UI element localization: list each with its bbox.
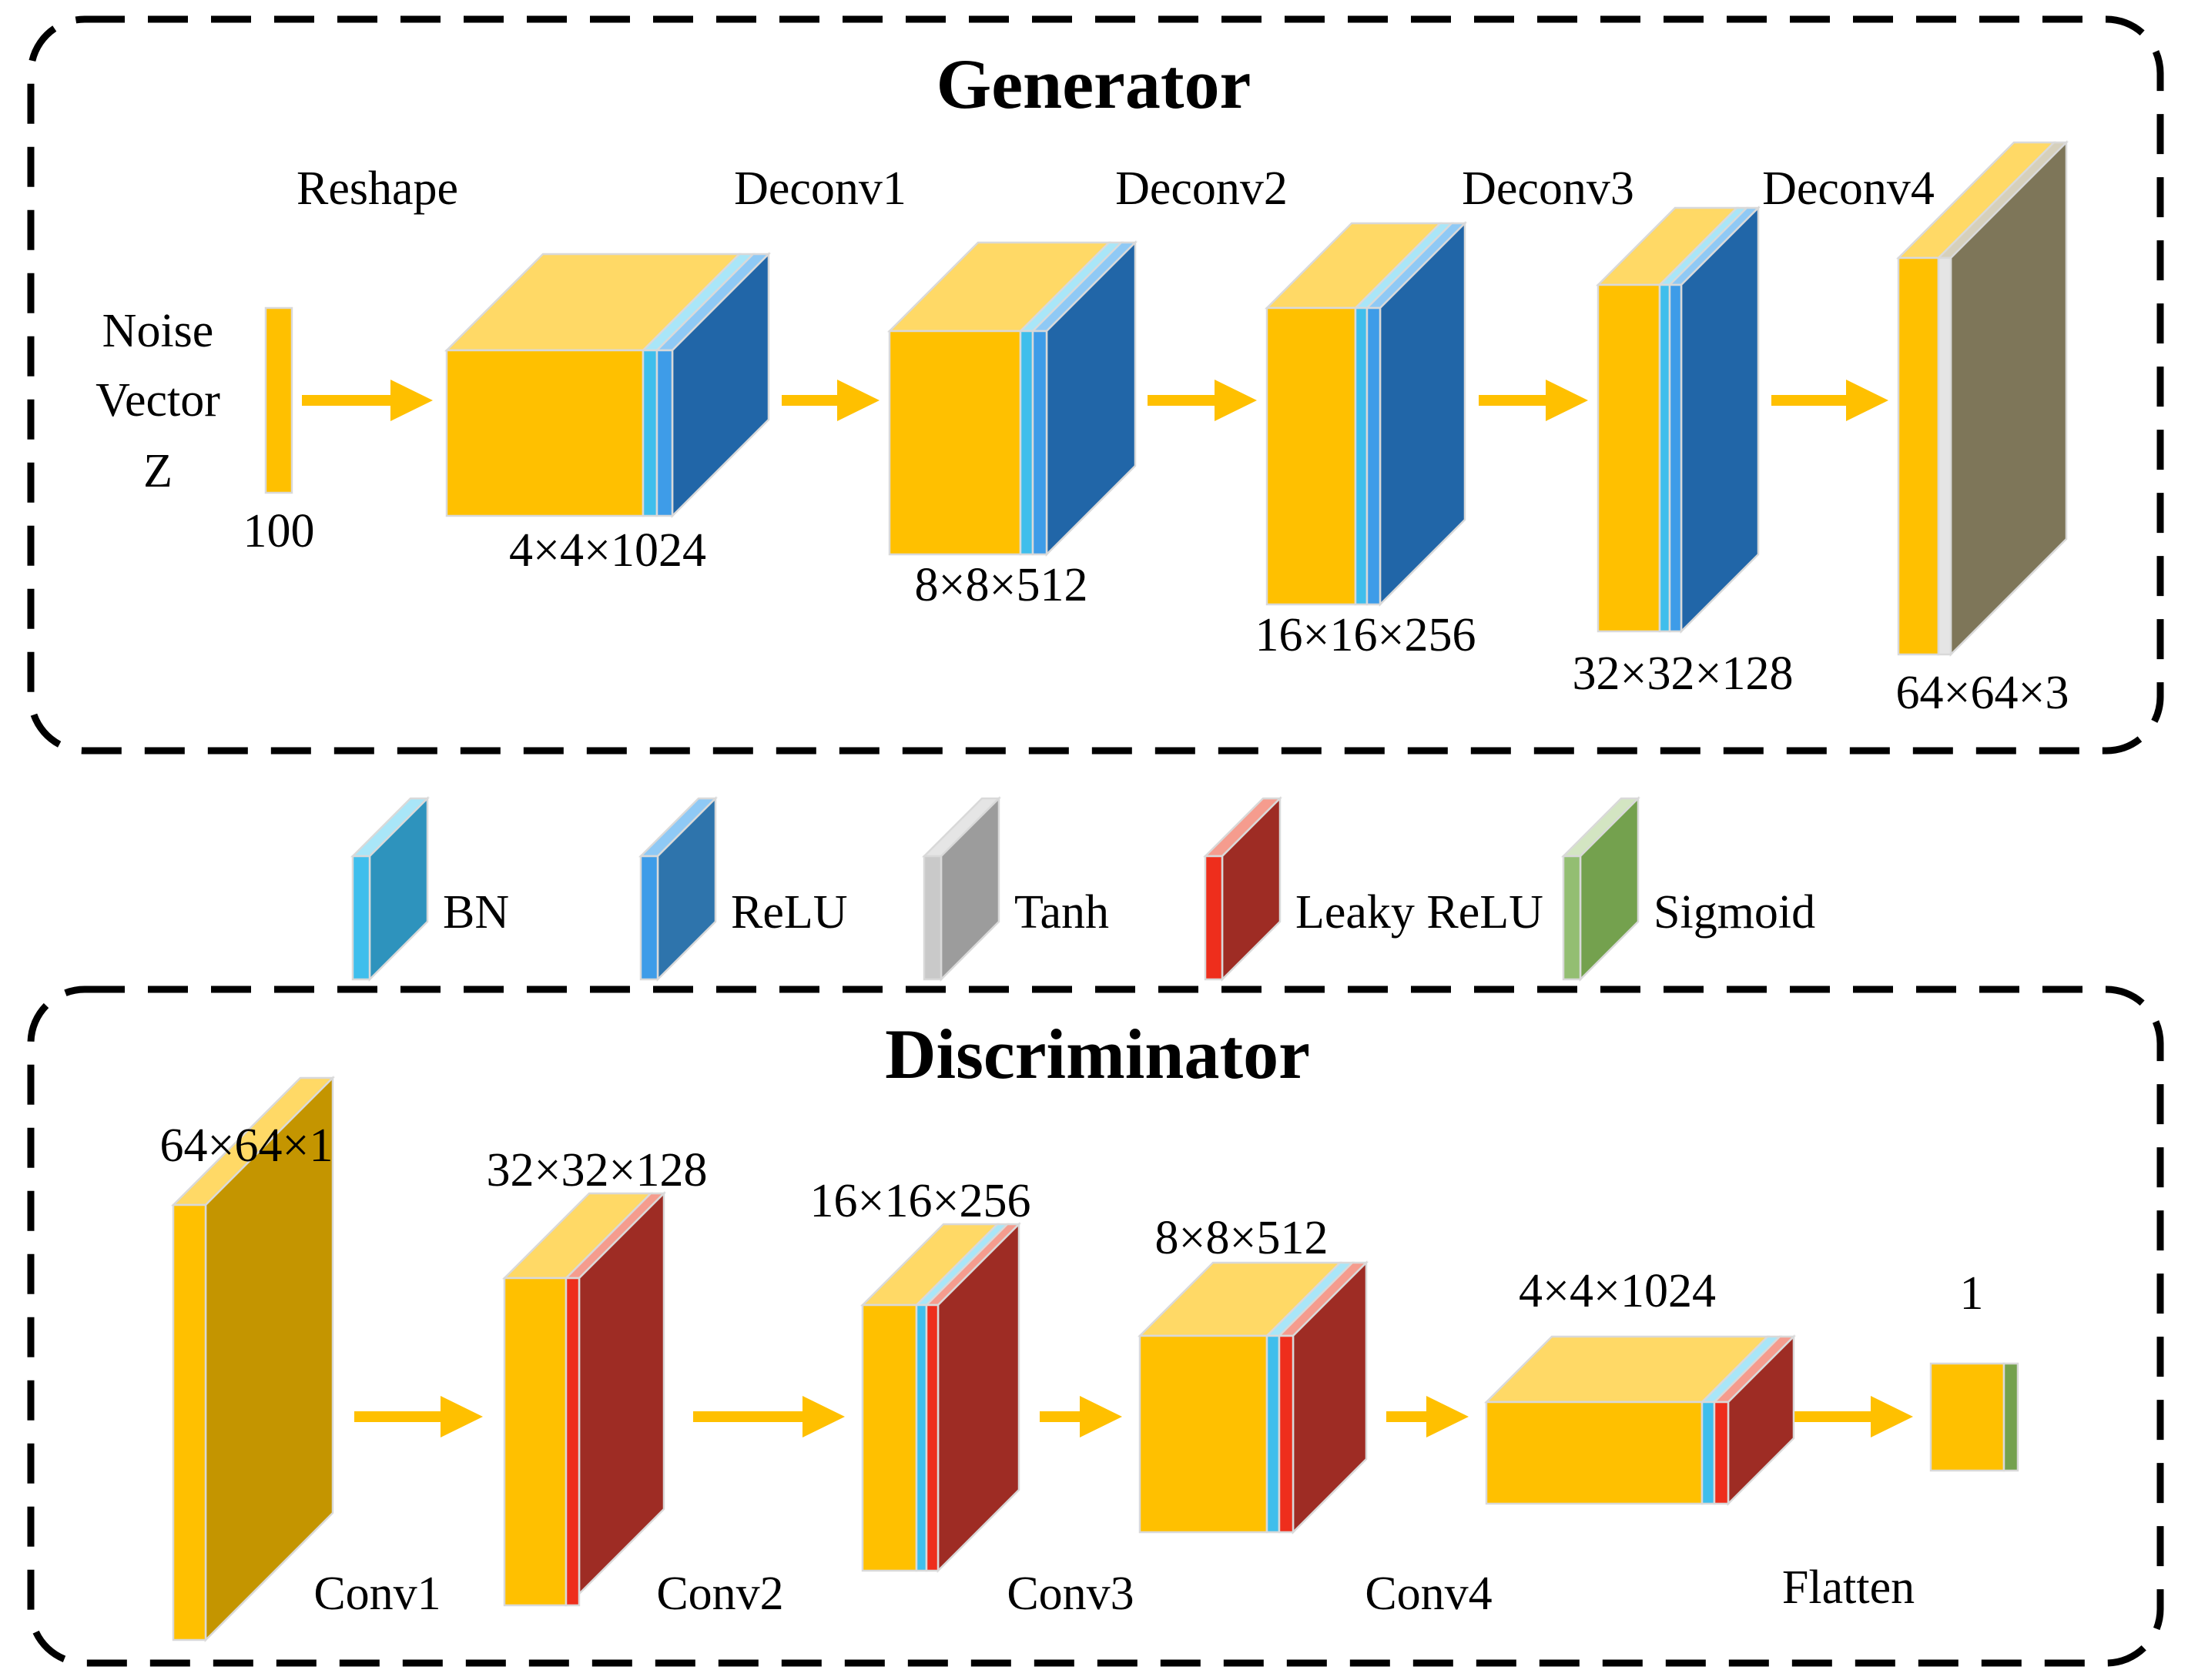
noise-vector-group: Noise Vector Z 100 bbox=[95, 305, 314, 557]
disc-block-64x64x1: 64×64×1 bbox=[160, 1075, 336, 1643]
disc-op-label-conv1: Conv1 bbox=[313, 1568, 441, 1620]
gen-block3-bn-strip bbox=[1354, 306, 1369, 606]
disc-arrow-3 bbox=[1040, 1396, 1122, 1437]
gen-block4-relu-strip bbox=[1668, 283, 1683, 633]
legend-label-relu: ReLU bbox=[731, 886, 848, 939]
gen-dim-label-1: 4×4×1024 bbox=[509, 524, 706, 577]
gen-block4-front-face bbox=[1597, 283, 1661, 633]
gen-block5-tanh-strip bbox=[1937, 256, 1952, 656]
gen-block2-front-face bbox=[888, 330, 1022, 556]
gen-block3-front-face bbox=[1265, 306, 1357, 606]
gen-block1-relu-strip bbox=[655, 349, 674, 517]
disc-op-label-flatten: Flatten bbox=[1782, 1561, 1915, 1614]
disc-block1-front-face bbox=[172, 1203, 207, 1642]
disc-arrow-1 bbox=[354, 1396, 483, 1437]
disc-op-label-conv3: Conv3 bbox=[1007, 1568, 1134, 1620]
bn-swatch-icon bbox=[351, 855, 371, 981]
gen-block-32x32x128: 32×32×128 bbox=[1573, 205, 1794, 700]
generator-box-border bbox=[27, 15, 2164, 755]
gen-arrow-3 bbox=[1148, 380, 1257, 421]
gen-block-16x16x256: 16×16×256 bbox=[1255, 220, 1476, 661]
disc-output-front-face bbox=[1929, 1362, 2005, 1472]
disc-block5-bn-strip bbox=[1700, 1401, 1716, 1505]
sigmoid-swatch-icon bbox=[1562, 855, 1582, 981]
disc-block3-front-face bbox=[861, 1304, 918, 1572]
gen-block-8x8x512: 8×8×512 bbox=[886, 239, 1138, 611]
disc-block-32x32x128: 32×32×128 bbox=[487, 1144, 708, 1607]
legend-label-tanh: Tanh bbox=[1014, 886, 1109, 939]
disc-arrow-5 bbox=[1764, 1396, 1913, 1437]
noise-label-line3: Z bbox=[143, 445, 173, 497]
gen-block2-bn-strip bbox=[1019, 330, 1034, 556]
disc-block-8x8x512: 8×8×512 bbox=[1137, 1212, 1369, 1535]
disc-dim-label-2: 32×32×128 bbox=[487, 1144, 708, 1196]
gen-block4-bn-strip bbox=[1658, 283, 1671, 633]
disc-arrow-4 bbox=[1386, 1396, 1469, 1437]
tanh-swatch-icon bbox=[923, 855, 943, 981]
gen-block3-relu-strip bbox=[1365, 306, 1382, 606]
disc-block3-bn-strip bbox=[915, 1304, 928, 1572]
noise-label-line2: Vector bbox=[95, 374, 220, 427]
discriminator-box-border bbox=[27, 986, 2164, 1667]
legend-label-bn: BN bbox=[443, 886, 509, 939]
gen-block2-relu-strip bbox=[1031, 330, 1048, 556]
discriminator-panel: Discriminator 64×64×1 32×32×128 bbox=[27, 986, 2164, 1667]
legend-item-bn: BN bbox=[350, 795, 509, 982]
gen-op-label-deconv2: Deconv2 bbox=[1115, 162, 1288, 215]
disc-block4-leaky-strip bbox=[1278, 1334, 1295, 1534]
disc-dim-label-output: 1 bbox=[1960, 1267, 1984, 1320]
legend-item-tanh: Tanh bbox=[921, 795, 1109, 982]
disc-op-label-conv2: Conv2 bbox=[656, 1568, 783, 1620]
disc-op-label-conv4: Conv4 bbox=[1365, 1568, 1492, 1620]
gen-block-4x4x1024: 4×4×1024 bbox=[444, 251, 772, 577]
gen-dim-label-4: 32×32×128 bbox=[1573, 648, 1794, 700]
disc-dim-label-3: 16×16×256 bbox=[810, 1175, 1031, 1227]
disc-dim-label-5: 4×4×1024 bbox=[1519, 1265, 1716, 1317]
legend-item-leaky-relu: Leaky ReLU bbox=[1202, 795, 1543, 982]
legend-label-leaky-relu: Leaky ReLU bbox=[1295, 886, 1543, 939]
disc-block-4x4x1024: 4×4×1024 bbox=[1483, 1265, 1797, 1507]
gen-arrow-4 bbox=[1479, 380, 1588, 421]
noise-vector-bar bbox=[264, 306, 293, 494]
disc-block2-front-face bbox=[503, 1277, 568, 1607]
gen-op-label-reshape: Reshape bbox=[297, 162, 458, 215]
legend: BN ReLU Tanh Leaky ReLU Sigmoid bbox=[350, 795, 1815, 982]
disc-block-16x16x256: 16×16×256 bbox=[810, 1175, 1031, 1574]
gen-block5-front-face bbox=[1897, 256, 1940, 656]
gen-dim-label-5: 64×64×3 bbox=[1896, 667, 2069, 719]
disc-arrow-2 bbox=[693, 1396, 845, 1437]
disc-block4-front-face bbox=[1138, 1334, 1268, 1534]
gen-op-label-deconv1: Deconv1 bbox=[734, 162, 906, 215]
disc-output-block: 1 bbox=[1929, 1267, 2019, 1472]
disc-dim-label-4: 8×8×512 bbox=[1155, 1212, 1329, 1264]
gen-dim-label-2: 8×8×512 bbox=[915, 559, 1088, 611]
noise-label-line1: Noise bbox=[102, 305, 214, 357]
disc-block3-leaky-strip bbox=[925, 1304, 940, 1572]
disc-dim-label-1: 64×64×1 bbox=[160, 1119, 333, 1172]
gen-arrow-5 bbox=[1771, 380, 1888, 421]
gen-arrow-1 bbox=[302, 380, 433, 421]
legend-label-sigmoid: Sigmoid bbox=[1654, 886, 1815, 939]
relu-swatch-icon bbox=[639, 855, 659, 981]
disc-block4-bn-strip bbox=[1265, 1334, 1281, 1534]
disc-block5-front-face bbox=[1485, 1401, 1704, 1505]
legend-item-relu: ReLU bbox=[638, 795, 848, 982]
legend-item-sigmoid: Sigmoid bbox=[1560, 795, 1815, 982]
gen-arrow-2 bbox=[782, 380, 880, 421]
gen-dim-label-3: 16×16×256 bbox=[1255, 609, 1476, 661]
disc-block5-leaky-strip bbox=[1713, 1401, 1730, 1505]
generator-panel: Generator Reshape Deconv1 Deconv2 Deconv… bbox=[27, 15, 2164, 755]
discriminator-title: Discriminator bbox=[885, 1015, 1310, 1093]
disc-block2-leaky-strip bbox=[565, 1277, 581, 1607]
gen-block1-bn-strip bbox=[642, 349, 658, 517]
gen-op-label-deconv3: Deconv3 bbox=[1462, 162, 1634, 215]
leaky-relu-swatch-icon bbox=[1204, 855, 1224, 981]
noise-dim-label: 100 bbox=[243, 505, 315, 557]
generator-title: Generator bbox=[937, 45, 1251, 123]
gen-op-label-deconv4: Deconv4 bbox=[1762, 162, 1935, 215]
gen-block1-front-face bbox=[445, 349, 645, 517]
gen-block-64x64x3: 64×64×3 bbox=[1896, 139, 2069, 719]
disc-output-sigmoid-strip bbox=[2002, 1362, 2019, 1472]
